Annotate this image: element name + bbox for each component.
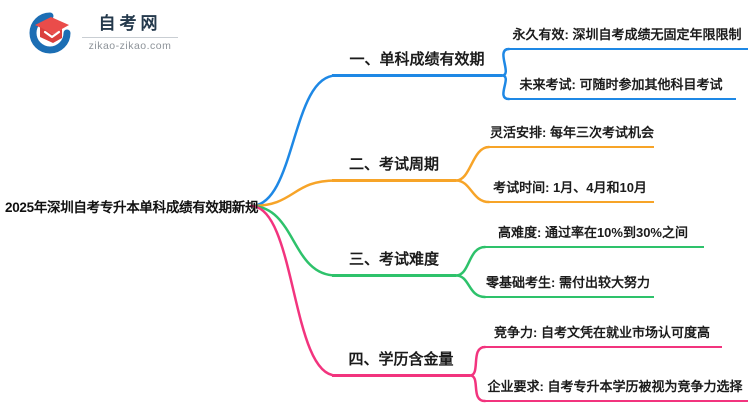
branch-node-3: 三、考试难度 (332, 249, 456, 277)
leaf-node-1-2: 未来考试: 可随时参加其他科目考试 (506, 76, 736, 100)
graduation-cap-icon (29, 12, 71, 54)
connector-branch-4 (249, 204, 487, 403)
brand-title: 自考网 (98, 14, 162, 33)
branch-node-1: 一、单科成绩有效期 (332, 49, 502, 77)
leaf-node-3-2: 零基础考生: 需付出较大努力 (482, 274, 654, 298)
brand-domain: zikao-zikao.com (88, 40, 172, 52)
connector-branch-2 (249, 145, 491, 208)
leaf-node-3-1: 高难度: 通过率在10%到30%之间 (482, 224, 704, 248)
connector-branch-3 (249, 204, 487, 299)
leaf-node-2-1: 灵活安排: 每年三次考试机会 (486, 124, 654, 148)
branch-node-4: 四、学历含金量 (332, 349, 470, 377)
leaf-node-4-2: 企业要求: 自考专升本学历被视为竞争力选择 (482, 378, 748, 402)
branch-node-2: 二、考试周期 (332, 154, 456, 182)
leaf-node-1-1: 永久有效: 深圳自考成绩无固定年限限制 (506, 26, 748, 50)
mindmap-root-node: 2025年深圳自考专升本单科成绩有效期新规 (5, 200, 259, 215)
brand-separator (82, 37, 178, 38)
leaf-node-2-2: 考试时间: 1月、4月和10月 (486, 179, 654, 203)
site-logo: 自考网 zikao-zikao.com (28, 11, 178, 55)
leaf-node-4-1: 竞争力: 自考文凭在就业市场认可度高 (482, 324, 722, 348)
